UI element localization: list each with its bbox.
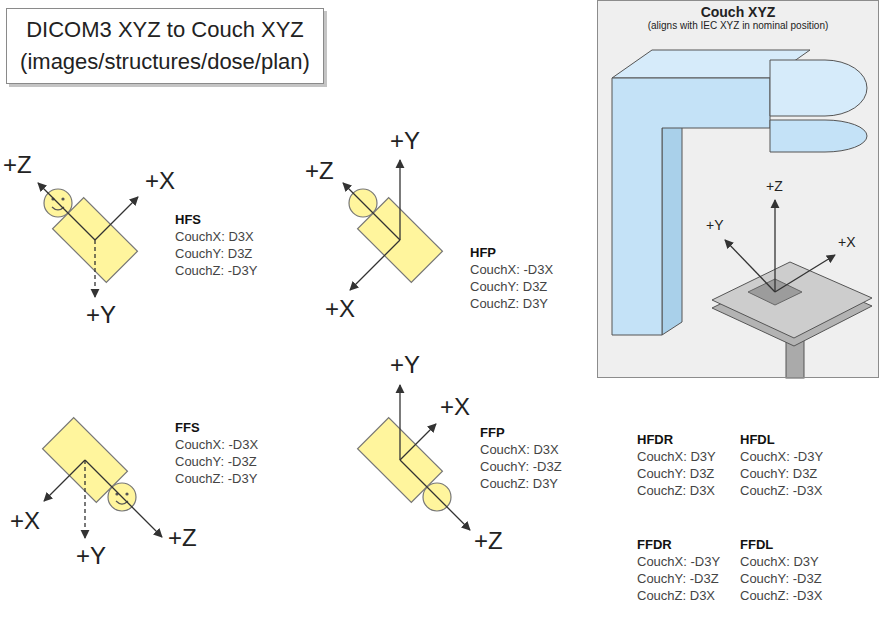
axis-label: +Y (86, 302, 116, 328)
orientation-code: FFDR (637, 537, 672, 553)
axis-label: +Z (305, 158, 334, 184)
axis-arrow (725, 240, 775, 292)
orientation-code: HFDR (637, 432, 673, 448)
mapping-line: CouchX: D3Y (740, 554, 819, 570)
axis-arrow (44, 460, 85, 501)
axis-label: +Z (474, 528, 503, 554)
axis-label: +Z (168, 525, 197, 551)
axis-label: +X (10, 508, 40, 534)
mapping-line: CouchZ: -D3X (740, 483, 822, 499)
couch-panel: Couch XYZ(aligns with IEC XYZ in nominal… (597, 0, 879, 378)
axis-arrow (774, 200, 775, 292)
axis-label: +Y (76, 543, 106, 569)
gantry-head (770, 60, 867, 116)
face-eye (61, 197, 64, 200)
mapping-line: CouchY: -D3Z (175, 454, 257, 470)
face-eye (125, 492, 128, 495)
axis-label: +X (145, 168, 175, 194)
orientation-code: HFS (175, 212, 201, 228)
axis-label: +X (440, 394, 470, 420)
mapping-line: CouchX: -D3X (470, 262, 553, 278)
mapping-line: CouchY: D3Z (175, 246, 252, 262)
axis-label: +Z (766, 178, 783, 194)
axis-label: +Y (390, 352, 420, 378)
mapping-line: CouchX: D3Y (637, 449, 716, 465)
mapping-line: CouchX: -D3Y (637, 554, 720, 570)
orientation-code: FFDL (740, 537, 773, 553)
mapping-line: CouchZ: D3Y (470, 296, 548, 312)
mapping-line: CouchY: -D3Z (637, 571, 719, 587)
axis-arrow (343, 183, 400, 240)
axis-arrow (400, 460, 470, 530)
panel-heading: Couch XYZ (701, 4, 776, 20)
axis-arrow (400, 424, 436, 460)
orientation-code: FFP (480, 425, 505, 441)
panel-ground (597, 0, 879, 378)
mapping-line: CouchZ: -D3X (740, 588, 822, 604)
orientation-code: HFP (470, 245, 496, 261)
gantry-stand-side (662, 114, 682, 335)
mapping-line: CouchX: D3X (480, 442, 559, 458)
mapping-line: CouchX: D3X (175, 229, 254, 245)
axis-label: +X (838, 234, 856, 250)
mapping-line: CouchY: -D3Z (740, 571, 822, 587)
axis-label: +Y (390, 128, 420, 154)
axis-arrow (94, 240, 95, 297)
axis-arrow (399, 160, 400, 240)
axis-arrow (775, 255, 835, 292)
panel-subtitle: (aligns with IEC XYZ in nominal position… (648, 20, 829, 31)
axis-label: +Y (706, 217, 724, 233)
mapping-line: CouchZ: -D3Y (175, 471, 257, 487)
mapping-line: CouchX: -D3X (175, 437, 258, 453)
mapping-line: CouchY: D3Z (740, 466, 817, 482)
orientation-code: FFS (175, 420, 200, 436)
orientation-code: HFDL (740, 432, 775, 448)
axis-label: +X (325, 296, 355, 322)
axis-arrow (38, 183, 95, 240)
axis-arrow (85, 460, 162, 537)
mapping-line: CouchZ: D3Y (480, 476, 558, 492)
mapping-line: CouchY: D3Z (470, 279, 547, 295)
mapping-line: CouchY: -D3Z (480, 459, 562, 475)
mapping-line: CouchZ: D3X (637, 588, 715, 604)
axis-arrow (84, 460, 85, 538)
mapping-line: CouchZ: -D3Y (175, 263, 257, 279)
collimator (770, 120, 867, 152)
axis-arrow (399, 385, 400, 460)
mapping-line: CouchZ: D3X (637, 483, 715, 499)
axis-arrow (95, 197, 138, 240)
mapping-line: CouchY: D3Z (637, 466, 714, 482)
couch-top-plate (712, 262, 872, 338)
title-box: DICOM3 XYZ to Couch XYZ (images/structur… (6, 8, 324, 84)
axis-label: +Z (3, 152, 32, 178)
mapping-line: CouchX: -D3Y (740, 449, 823, 465)
axis-arrow (350, 240, 400, 290)
